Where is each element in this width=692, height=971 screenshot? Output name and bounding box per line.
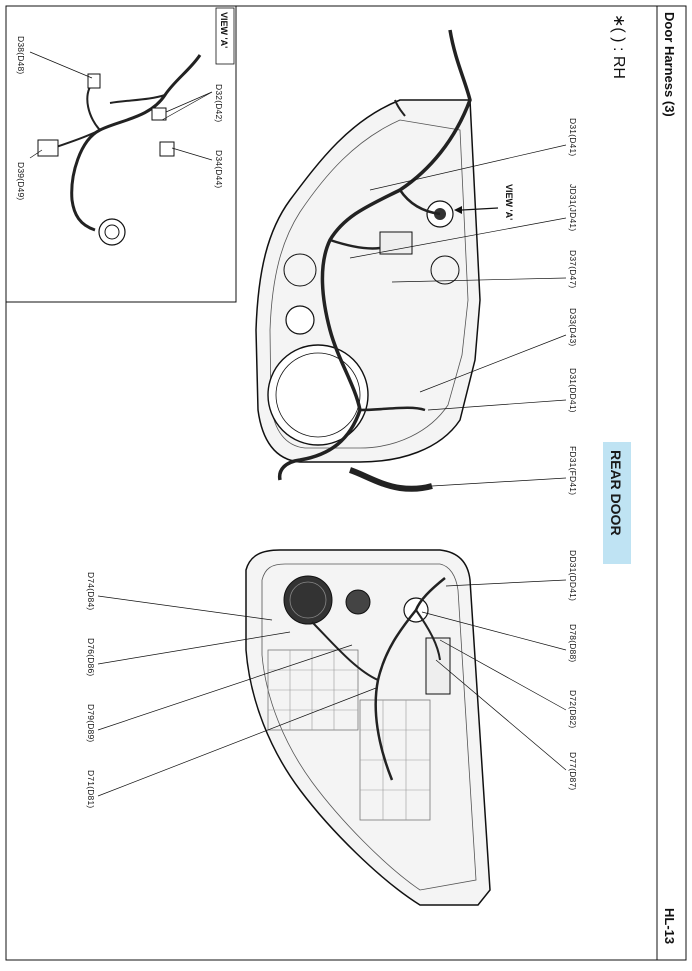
view-a-arrow: [461, 207, 499, 211]
leader-d34: [171, 147, 213, 161]
rear-grid-lines-1: [268, 650, 358, 730]
inset-connector-d38: [87, 73, 101, 89]
rear-door-title: REAR DOOR: [608, 450, 624, 536]
leader-d39: [29, 149, 43, 159]
inset-grommet-inner: [104, 224, 120, 240]
front-connector-stub: [394, 99, 406, 117]
label-d38: D38(D48): [16, 36, 26, 74]
view-a-inset: VIEW 'A' D32(D42) D34(D44) D38(D48) D39(…: [5, 5, 237, 303]
front-speaker-opening: [267, 344, 369, 446]
inset-connector-d34: [159, 141, 175, 157]
front-hole-1: [283, 253, 317, 287]
rear-harness-branch-b: [311, 621, 379, 681]
view-a-arrowhead: [454, 206, 462, 214]
inset-connector-d32: [151, 107, 167, 121]
label-d34: D34(D44): [214, 150, 224, 188]
rear-grid-lines-2: [360, 700, 430, 820]
label-d32: D32(D42): [214, 84, 224, 122]
rear-harness-branch-a: [415, 609, 441, 661]
label-d31: D31(D41): [568, 118, 578, 156]
rh-note: ∗( ) : RH: [610, 14, 627, 79]
front-harness-branch-a: [398, 189, 441, 216]
label-dd31-rear: DD31(DD41): [568, 550, 578, 601]
leader-d32: [165, 91, 213, 113]
leader-d31: [369, 144, 567, 191]
label-d76: D76(D86): [86, 638, 96, 676]
rear-harness-main: [374, 577, 446, 781]
leader-d78: [421, 611, 567, 651]
inset-grommet: [98, 218, 126, 246]
inset-connector-d39: [37, 139, 59, 157]
leader-d33: [419, 334, 567, 393]
front-grommet: [285, 305, 315, 335]
label-dd31-front: D31(DD41): [568, 368, 578, 413]
front-view-a-marker: VIEW 'A': [504, 184, 514, 220]
label-d37: D37(D47): [568, 250, 578, 288]
leader-d38: [29, 51, 93, 79]
leader-d76: [97, 631, 291, 665]
front-door-drawing: VIEW 'A' D31(D41) JD31(JD41) D37(D47) D3…: [255, 29, 578, 495]
label-jd31: JD31(JD41): [568, 184, 578, 231]
rear-speaker-mesh: [289, 581, 327, 619]
front-harness-branch-c: [359, 406, 426, 412]
label-d77: D77(D87): [568, 752, 578, 790]
leader-jd31: [349, 217, 567, 259]
header-title: Door Harness (3): [662, 12, 677, 117]
label-d71: D71(D81): [86, 770, 96, 808]
inset-title: VIEW 'A': [219, 12, 229, 48]
leader-fd31: [431, 477, 567, 487]
inset-harness-branch: [109, 94, 166, 104]
rear-door-inner-edge: [261, 563, 477, 891]
front-harness-main: [277, 29, 472, 481]
front-module: [379, 231, 413, 255]
front-fd31-harness: [349, 467, 433, 492]
rear-speaker: [283, 575, 333, 625]
rear-module: [425, 637, 451, 695]
front-door-inner-edge: [269, 119, 469, 449]
leader-d79: [97, 644, 353, 731]
leader-d72: [439, 639, 567, 711]
leader-dd31-rear: [445, 579, 567, 587]
label-d33: D33(D43): [568, 308, 578, 346]
leader-d77: [435, 659, 567, 771]
leader-dd31-front: [427, 399, 567, 411]
leader-d71: [97, 687, 377, 797]
label-fd31: FD31(FD41): [568, 446, 578, 495]
front-speaker-ring: [275, 352, 361, 438]
page-number: HL-13: [662, 908, 677, 944]
leader-d32-b: [161, 91, 213, 121]
leader-d74: [97, 595, 273, 621]
rear-door-drawing: DD31(DD41) D78(D88) D72(D82) D77(D87) D7…: [86, 549, 578, 906]
label-d74: D74(D84): [86, 572, 96, 610]
inset-title-box: [215, 7, 235, 65]
rear-tweeter: [345, 589, 371, 615]
rear-door-title-bg: [603, 442, 631, 564]
front-harness-branch-b: [329, 238, 381, 250]
page-frame: [5, 5, 687, 961]
label-d39: D39(D49): [16, 162, 26, 200]
label-d78: D78(D88): [568, 624, 578, 662]
front-hole-2: [430, 255, 460, 285]
label-d79: D79(D89): [86, 704, 96, 742]
label-d72: D72(D82): [568, 690, 578, 728]
leader-d37: [391, 277, 567, 283]
